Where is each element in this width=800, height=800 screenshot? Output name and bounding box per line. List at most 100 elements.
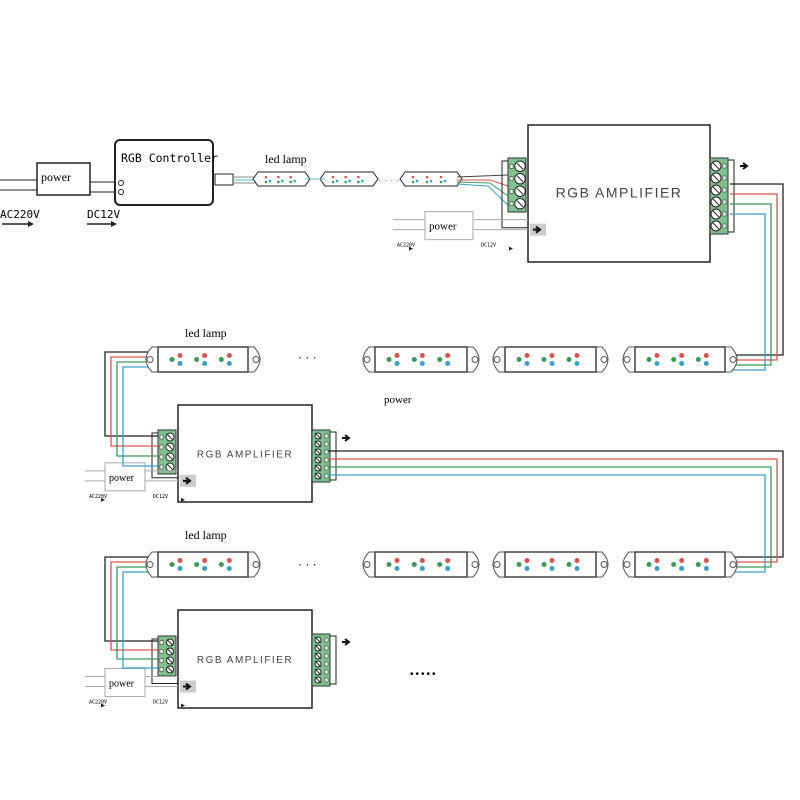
led-icon (654, 361, 660, 366)
output-arrow-icon (342, 434, 351, 442)
led-icon (703, 558, 709, 563)
led-strip-module (399, 171, 463, 187)
continuation-dots: · · · (298, 557, 317, 571)
terminal-block (157, 429, 177, 475)
led-icon (574, 361, 580, 366)
wire (328, 474, 766, 573)
led-icon (226, 361, 232, 366)
amplifier-label: RGB AMPLIFIER (556, 185, 683, 201)
led-icon (574, 566, 580, 571)
led-icon (411, 357, 417, 362)
wire (116, 566, 158, 660)
power-label: power (109, 473, 135, 484)
led-icon (574, 558, 580, 563)
controller-label: RGB Controller (121, 151, 218, 165)
led-icon (646, 562, 652, 567)
led-strip-module (319, 171, 379, 187)
led-icon (177, 353, 183, 358)
power-label: power (41, 170, 71, 184)
led-icon (357, 180, 360, 184)
output-arrow-icon (740, 162, 749, 170)
led-icon (344, 180, 347, 184)
led-icon (437, 357, 443, 362)
terminal-block (709, 157, 729, 235)
led-icon (394, 558, 400, 563)
led-icon (394, 566, 400, 571)
led-strip-module (362, 346, 480, 373)
led-icon (679, 566, 685, 571)
led-icon (169, 562, 175, 567)
led-lamp-label: led lamp (265, 152, 307, 166)
ac-label: AC220V (0, 208, 40, 221)
led-icon (411, 562, 417, 567)
led-icon (445, 361, 451, 366)
led-icon (566, 357, 572, 362)
led-icon (277, 180, 280, 184)
led-icon (654, 566, 660, 571)
wire (104, 556, 158, 642)
led-icon (679, 361, 685, 366)
input-arrow-icon (530, 223, 546, 236)
led-lamp-label: led lamp (185, 326, 227, 340)
led-icon (549, 566, 555, 571)
led-icon (524, 353, 530, 358)
led-icon (169, 357, 175, 362)
led-icon (524, 361, 530, 366)
wire (328, 458, 778, 563)
wire (725, 213, 766, 371)
led-icon (202, 566, 208, 571)
led-icon (344, 175, 347, 179)
wire (122, 366, 158, 467)
led-icon (695, 357, 701, 362)
led-strip-module (492, 551, 609, 578)
wire (328, 466, 772, 568)
wire (110, 356, 158, 447)
wire (725, 183, 784, 356)
led-icon (177, 558, 183, 563)
amplifier-power-supply (393, 211, 528, 251)
led-icon (549, 558, 555, 563)
led-icon (425, 180, 429, 184)
rgb-amplifier (393, 124, 749, 263)
led-icon (671, 562, 677, 567)
led-icon (419, 566, 425, 571)
led-strip-module (492, 346, 609, 373)
led-icon (348, 179, 351, 183)
led-icon (654, 558, 660, 563)
led-icon (646, 357, 652, 362)
led-icon (394, 361, 400, 366)
led-icon (177, 361, 183, 366)
input-arrow-icon (180, 680, 196, 693)
led-icon (202, 361, 208, 366)
rgb-controller (114, 139, 258, 206)
ac-label: AC220V (89, 700, 107, 706)
amplifier-power-supply (85, 462, 185, 502)
led-icon (218, 562, 224, 567)
wire (122, 571, 158, 669)
led-icon (549, 353, 555, 358)
led-icon (335, 179, 339, 183)
main-power-supply (0, 162, 115, 196)
terminal-block (507, 157, 527, 213)
led-icon (703, 361, 709, 366)
terminal-block (311, 633, 331, 687)
led-icon (194, 357, 200, 362)
terminal-block (311, 429, 331, 483)
power-label: power (429, 221, 457, 233)
led-icon (277, 175, 280, 179)
led-icon (226, 558, 232, 563)
rgb-amplifier (85, 609, 351, 709)
led-strip-module (362, 551, 480, 578)
led-icon (419, 361, 425, 366)
led-lamp-label: led lamp (185, 528, 227, 542)
led-icon (437, 562, 443, 567)
led-icon (541, 357, 547, 362)
led-icon (679, 558, 685, 563)
led-icon (281, 179, 284, 183)
led-icon (703, 353, 709, 358)
wire (328, 450, 784, 558)
led-icon (202, 353, 208, 358)
arrow-icon (2, 221, 34, 227)
